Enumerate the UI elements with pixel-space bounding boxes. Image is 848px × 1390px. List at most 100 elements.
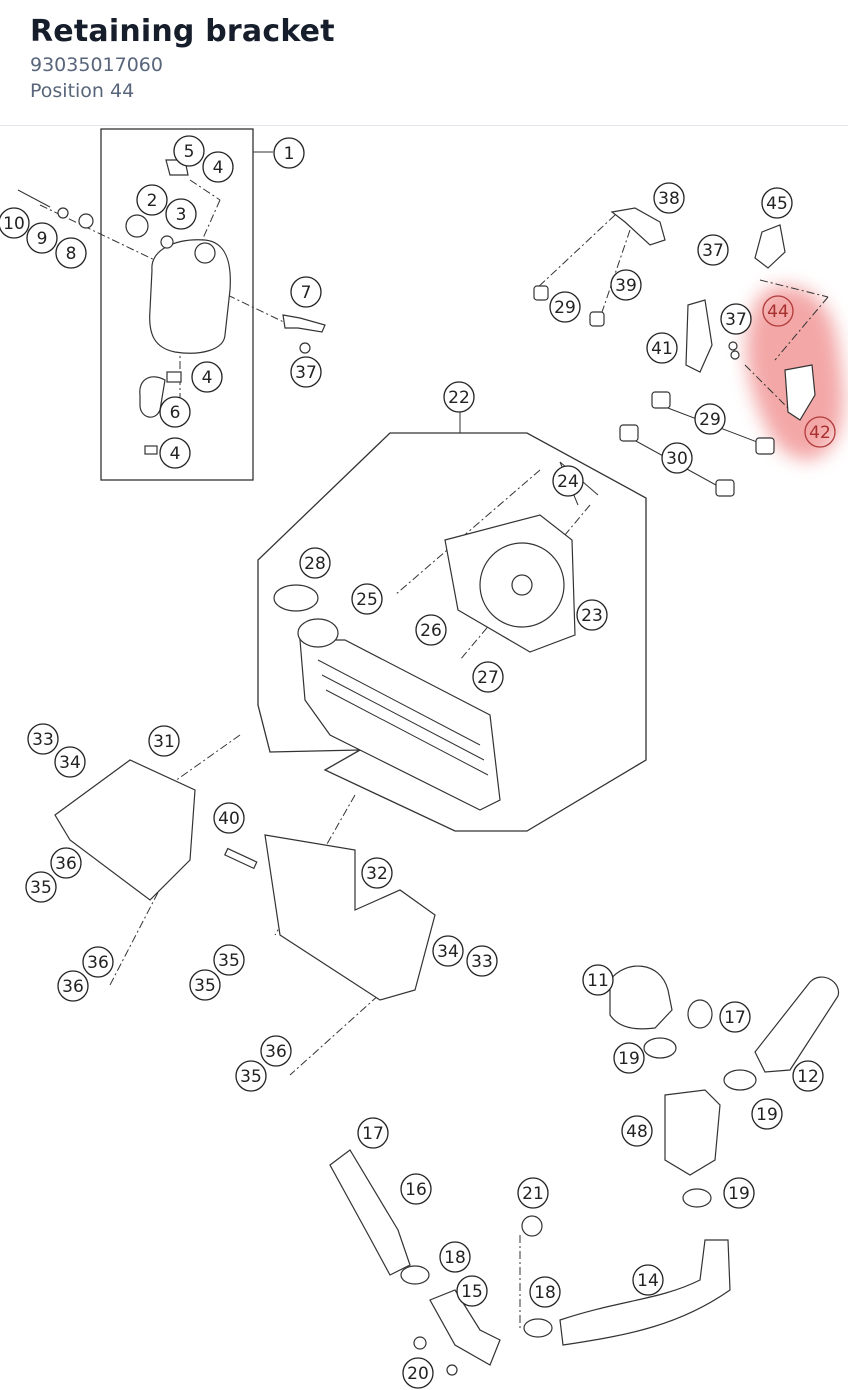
callout-circle bbox=[549, 291, 581, 323]
callout-3[interactable]: 3 bbox=[165, 198, 197, 230]
callout-35[interactable]: 35 bbox=[189, 969, 221, 1001]
callout-circle bbox=[189, 969, 221, 1001]
callout-17[interactable]: 17 bbox=[357, 1117, 389, 1149]
callout-44[interactable]: 44 bbox=[762, 295, 794, 327]
radiator-group-frame bbox=[257, 432, 647, 832]
callout-19[interactable]: 19 bbox=[751, 1098, 783, 1130]
callout-number: 20 bbox=[407, 1364, 429, 1384]
callout-number: 36 bbox=[55, 854, 77, 874]
callout-circle bbox=[351, 583, 383, 615]
callout-34[interactable]: 34 bbox=[432, 935, 464, 967]
callout-23[interactable]: 23 bbox=[576, 599, 608, 631]
callout-6[interactable]: 6 bbox=[159, 396, 191, 428]
callout-number: 34 bbox=[59, 753, 81, 773]
callout-circle bbox=[54, 746, 86, 778]
callout-35[interactable]: 35 bbox=[25, 871, 57, 903]
callout-36[interactable]: 36 bbox=[57, 970, 89, 1002]
callout-16[interactable]: 16 bbox=[400, 1173, 432, 1205]
callout-27[interactable]: 27 bbox=[472, 661, 504, 693]
callout-8[interactable]: 8 bbox=[55, 237, 87, 269]
callout-45[interactable]: 45 bbox=[761, 187, 793, 219]
callout-number: 27 bbox=[477, 668, 499, 688]
callout-number: 37 bbox=[702, 241, 724, 261]
callout-number: 35 bbox=[218, 951, 240, 971]
callout-24[interactable]: 24 bbox=[552, 465, 584, 497]
callout-number: 24 bbox=[557, 472, 579, 492]
callout-number: 4 bbox=[213, 158, 224, 178]
callout-11[interactable]: 11 bbox=[582, 964, 614, 996]
callout-28[interactable]: 28 bbox=[299, 547, 331, 579]
callout-33[interactable]: 33 bbox=[27, 723, 59, 755]
callout-32[interactable]: 32 bbox=[361, 857, 393, 889]
callout-40[interactable]: 40 bbox=[213, 802, 245, 834]
callout-1[interactable]: 1 bbox=[273, 137, 305, 169]
callout-20[interactable]: 20 bbox=[402, 1357, 434, 1389]
callout-circle bbox=[55, 237, 87, 269]
callout-38[interactable]: 38 bbox=[653, 182, 685, 214]
callout-48[interactable]: 48 bbox=[621, 1115, 653, 1147]
callout-37[interactable]: 37 bbox=[290, 356, 322, 388]
callout-number: 31 bbox=[153, 732, 175, 752]
callout-circle bbox=[165, 198, 197, 230]
callout-2[interactable]: 2 bbox=[136, 184, 168, 216]
callout-37[interactable]: 37 bbox=[697, 234, 729, 266]
callout-number: 41 bbox=[651, 339, 673, 359]
callout-14[interactable]: 14 bbox=[632, 1264, 664, 1296]
callout-30[interactable]: 30 bbox=[661, 442, 693, 474]
callout-7[interactable]: 7 bbox=[290, 276, 322, 308]
callout-circle bbox=[613, 1042, 645, 1074]
callout-number: 17 bbox=[724, 1008, 746, 1028]
expansion-tank-group-frame bbox=[100, 128, 254, 481]
callout-36[interactable]: 36 bbox=[260, 1035, 292, 1067]
callout-12[interactable]: 12 bbox=[792, 1060, 824, 1092]
callout-circle bbox=[804, 416, 836, 448]
callout-5[interactable]: 5 bbox=[173, 135, 205, 167]
callout-36[interactable]: 36 bbox=[82, 946, 114, 978]
callout-circle bbox=[432, 935, 464, 967]
callout-15[interactable]: 15 bbox=[456, 1275, 488, 1307]
callout-35[interactable]: 35 bbox=[235, 1060, 267, 1092]
callout-circle bbox=[235, 1060, 267, 1092]
callout-22[interactable]: 22 bbox=[443, 381, 475, 413]
callout-29[interactable]: 29 bbox=[549, 291, 581, 323]
callout-21[interactable]: 21 bbox=[517, 1177, 549, 1209]
callout-circle bbox=[213, 802, 245, 834]
callout-29[interactable]: 29 bbox=[694, 403, 726, 435]
callout-number: 29 bbox=[554, 298, 576, 318]
callout-33[interactable]: 33 bbox=[466, 945, 498, 977]
callout-34[interactable]: 34 bbox=[54, 746, 86, 778]
callout-number: 10 bbox=[3, 214, 25, 234]
callout-19[interactable]: 19 bbox=[723, 1177, 755, 1209]
callout-17[interactable]: 17 bbox=[719, 1001, 751, 1033]
callout-4[interactable]: 4 bbox=[202, 151, 234, 183]
callout-circle bbox=[517, 1177, 549, 1209]
callout-31[interactable]: 31 bbox=[148, 725, 180, 757]
callout-41[interactable]: 41 bbox=[646, 332, 678, 364]
callout-36[interactable]: 36 bbox=[50, 847, 82, 879]
callout-number: 42 bbox=[809, 423, 831, 443]
callout-circle bbox=[26, 222, 58, 254]
callout-circle bbox=[720, 303, 752, 335]
callout-circle bbox=[82, 946, 114, 978]
callout-number: 4 bbox=[170, 444, 181, 464]
callout-37[interactable]: 37 bbox=[720, 303, 752, 335]
callout-circle bbox=[694, 403, 726, 435]
callout-4[interactable]: 4 bbox=[191, 361, 223, 393]
callout-25[interactable]: 25 bbox=[351, 583, 383, 615]
callout-19[interactable]: 19 bbox=[613, 1042, 645, 1074]
callout-10[interactable]: 10 bbox=[0, 207, 30, 239]
callout-18[interactable]: 18 bbox=[529, 1276, 561, 1308]
callout-39[interactable]: 39 bbox=[610, 269, 642, 301]
callout-18[interactable]: 18 bbox=[439, 1241, 471, 1273]
callout-number: 37 bbox=[295, 363, 317, 383]
callout-26[interactable]: 26 bbox=[415, 614, 447, 646]
callout-number: 36 bbox=[62, 977, 84, 997]
callout-42[interactable]: 42 bbox=[804, 416, 836, 448]
callout-circle bbox=[456, 1275, 488, 1307]
callout-4[interactable]: 4 bbox=[159, 437, 191, 469]
callout-circle bbox=[466, 945, 498, 977]
callout-35[interactable]: 35 bbox=[213, 944, 245, 976]
callout-circle bbox=[273, 137, 305, 169]
callout-9[interactable]: 9 bbox=[26, 222, 58, 254]
